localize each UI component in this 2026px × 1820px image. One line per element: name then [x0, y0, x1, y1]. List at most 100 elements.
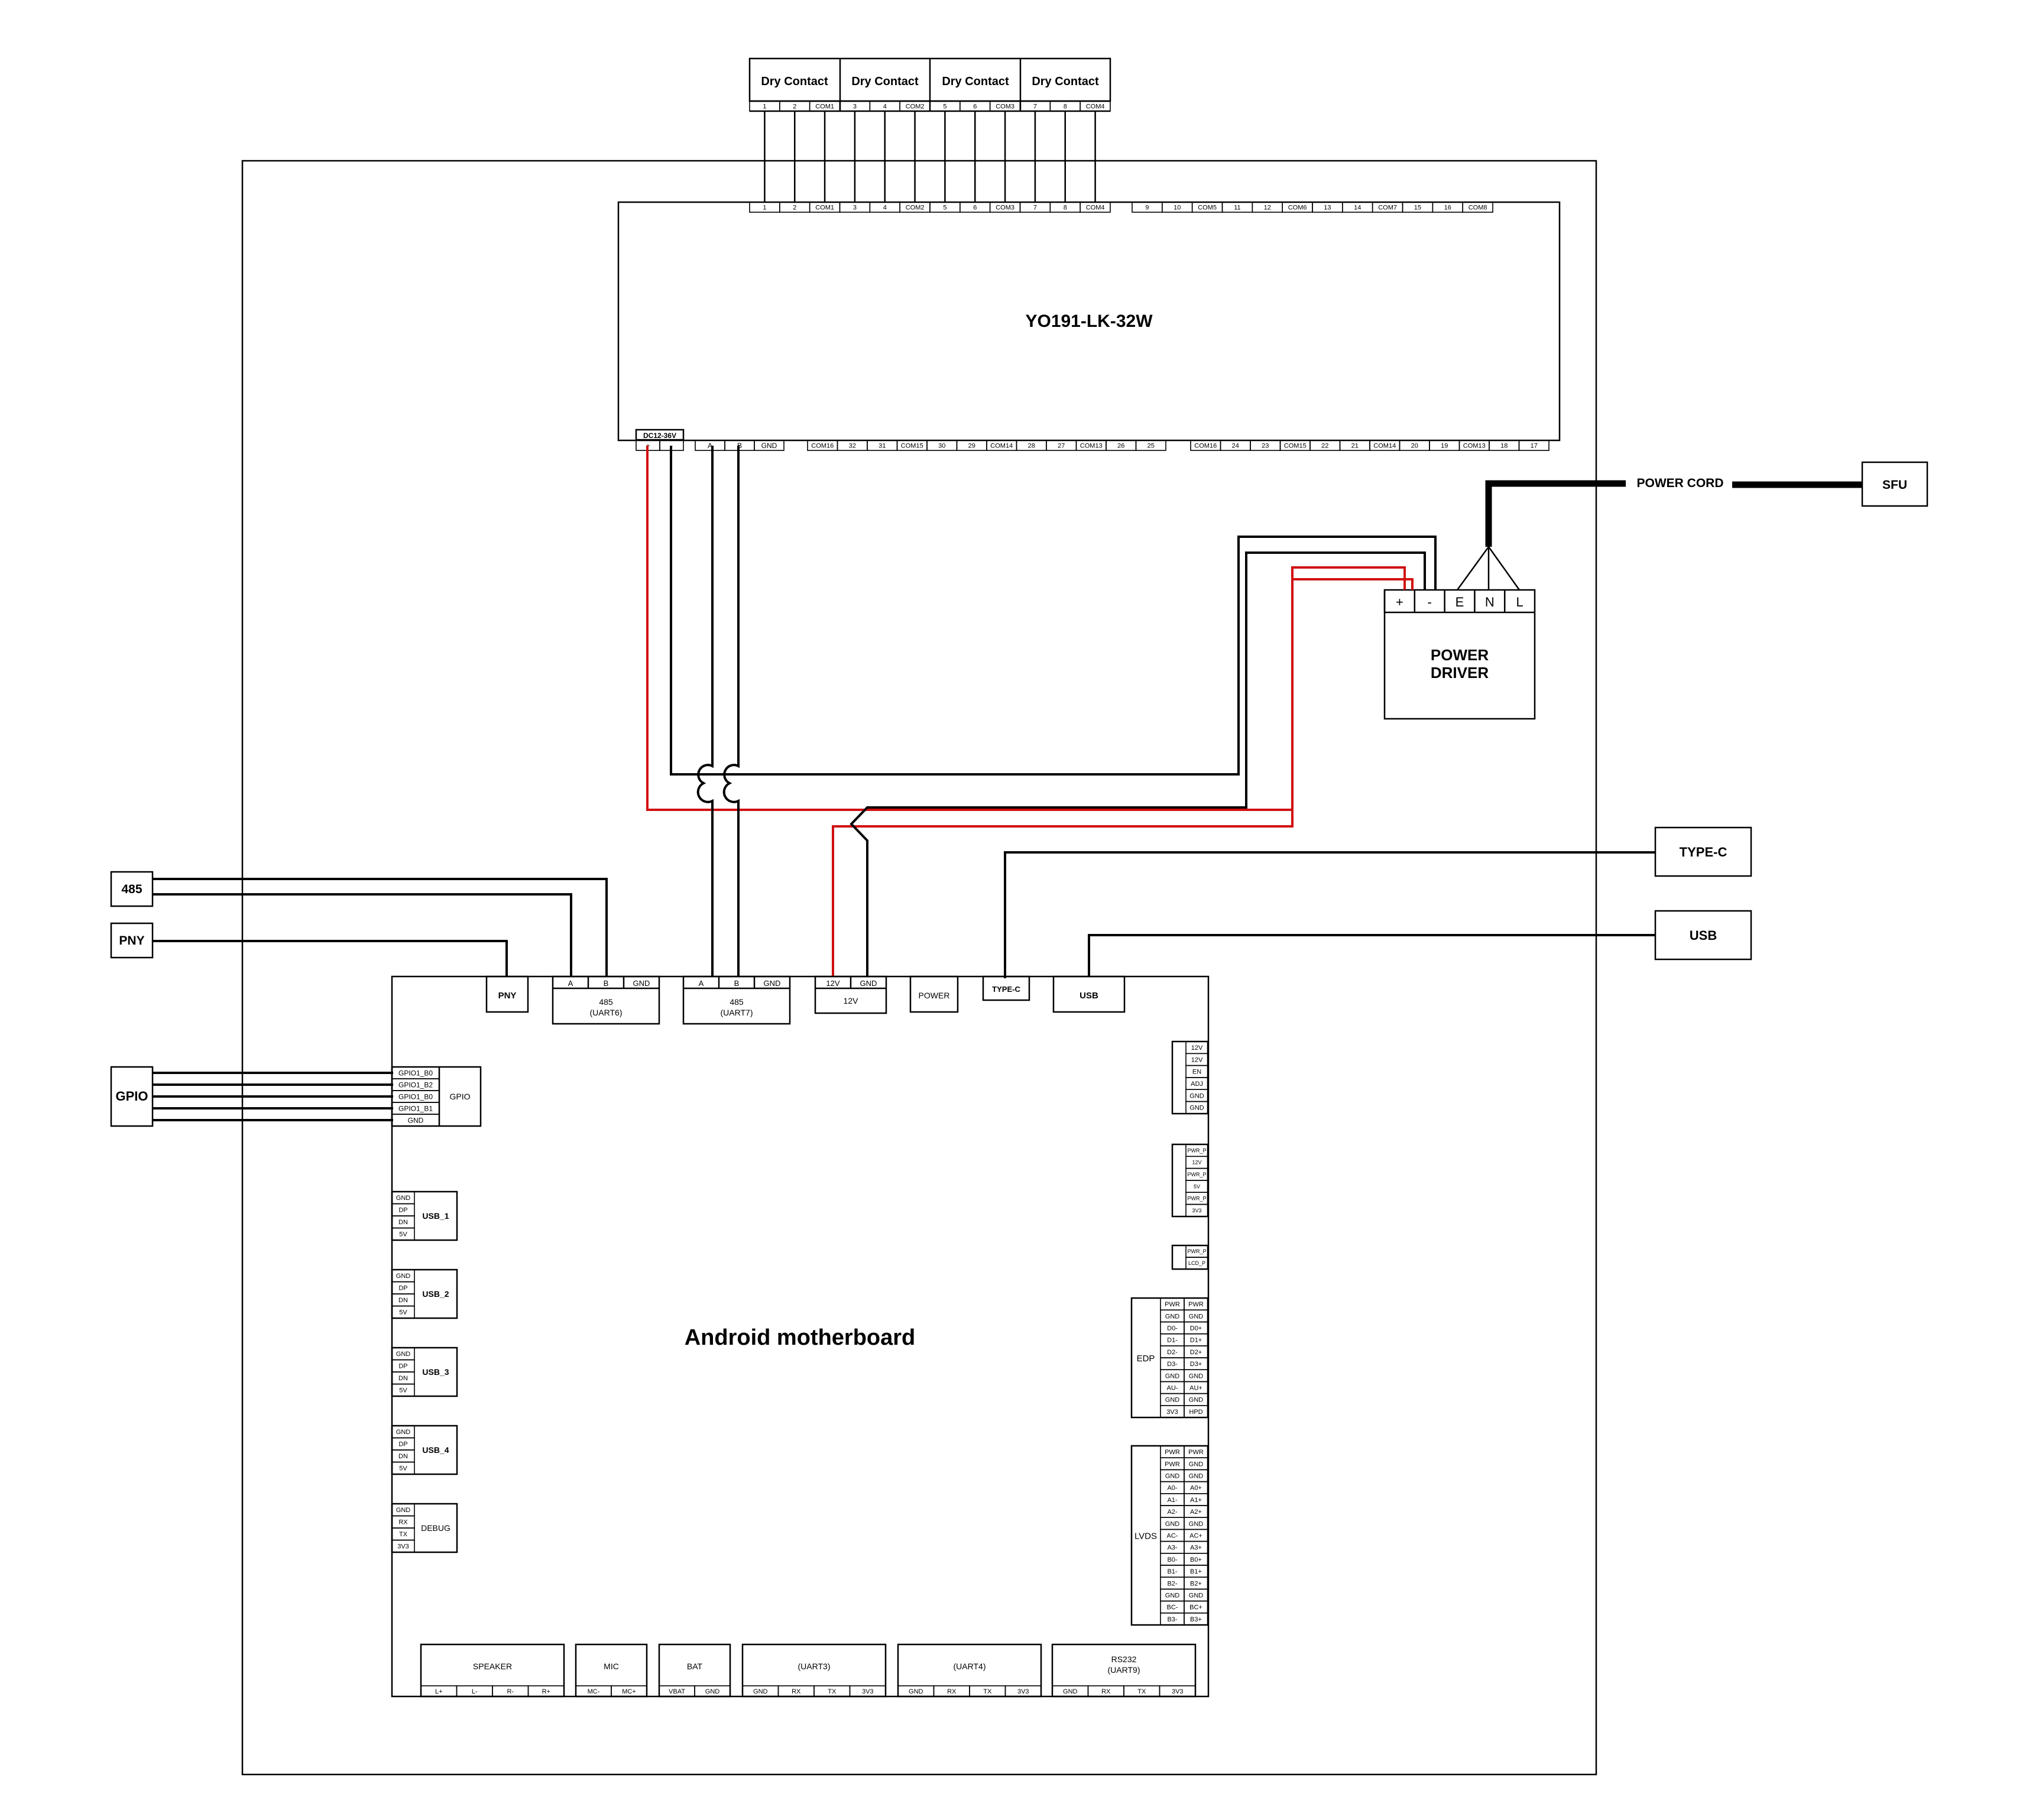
ext-gpio-box — [110, 1066, 154, 1127]
mb-bottom-header-pin: TX — [983, 1688, 992, 1695]
controller-top-pin: 12 — [1264, 204, 1271, 211]
controller-bottom-pin: 25 — [1147, 442, 1155, 449]
mb-usb-port-label: USB_3 — [422, 1367, 449, 1377]
mb-gpio-pin: GPIO1_B0 — [398, 1069, 433, 1077]
mb-power-header-1-pin: 12V — [1191, 1056, 1203, 1063]
mb-lvds-pin-right: B0+ — [1190, 1556, 1202, 1563]
mb-bottom-header-label: MIC — [604, 1662, 619, 1671]
mb-lvds-pin-left: B3- — [1167, 1616, 1177, 1623]
mb-lvds-header: PWRPWRGNDA0-A1-A2-GNDAC-A3-B0-B1-B2-GNDB… — [1130, 1445, 1209, 1626]
controller-bottom-pin: COM16 — [811, 442, 834, 449]
controller-top-pin: 2 — [793, 204, 796, 211]
mb-12v-pin-12v: 12V — [826, 979, 839, 988]
mb-bottom-header-pin: MC+ — [622, 1688, 636, 1695]
dry-contact-label-3: Dry Contact — [942, 75, 1009, 88]
controller-bottom-pin: 20 — [1411, 442, 1418, 449]
mb-usb-port-pin: DP — [398, 1207, 407, 1214]
mb-edp-pin-left: 3V3 — [1166, 1409, 1178, 1416]
controller-top-pin: 14 — [1354, 204, 1361, 211]
mb-bottom-header-label: (UART4) — [954, 1662, 986, 1671]
power-driver-pin: E — [1456, 595, 1464, 609]
mb-edp-pin-right: D0+ — [1190, 1325, 1202, 1332]
mb-lvds-pin-right: PWR — [1188, 1449, 1204, 1456]
mb-12v-pin-gnd: GND — [860, 979, 877, 988]
ext-usb-label: USB — [1690, 928, 1717, 943]
ext-485-label: 485 — [121, 883, 142, 896]
ext-gpio-label: GPIO — [115, 1089, 148, 1104]
mb-edp-pin-right: D1+ — [1190, 1337, 1202, 1344]
mb-power-header-1-pin: GND — [1189, 1105, 1204, 1112]
mb-power-header-1-pin: GND — [1189, 1092, 1204, 1099]
mb-usb-port-pin: GND — [396, 1195, 411, 1202]
controller-bottom-pin: COM15 — [1284, 442, 1307, 449]
controller-bottom-pin: - — [670, 442, 673, 450]
dry-contact-label-4: Dry Contact — [1032, 75, 1099, 88]
mb-usb-port-label: USB_4 — [422, 1445, 449, 1455]
power-driver-label-2: DRIVER — [1431, 664, 1489, 682]
mb-power-header-1-pin: EN — [1192, 1069, 1201, 1076]
controller-bottom-pin: 17 — [1531, 442, 1538, 449]
mb-power-header-2-pin-cell — [1185, 1203, 1208, 1217]
mb-lvds-pin-right-cell — [1184, 1613, 1208, 1626]
mb-485-uart7-label-2: (UART7) — [721, 1008, 753, 1017]
mb-usb-port-pin: 5V — [399, 1309, 407, 1316]
mb-power-header-2-pin: PWR_P — [1187, 1196, 1206, 1202]
mb-pny-box — [485, 975, 529, 1013]
controller-bottom-pin: GND — [761, 442, 777, 450]
controller-bottom-pin: COM14 — [1373, 442, 1396, 449]
controller-bottom-pin: 30 — [938, 442, 945, 449]
mb-edp-label: EDP — [1137, 1354, 1155, 1364]
mb-485-uart7-pin-b: B — [734, 979, 740, 988]
mb-power-header-2-pin: 12V — [1192, 1160, 1201, 1166]
sfu-label: SFU — [1882, 478, 1907, 492]
controller-top-pin: 11 — [1234, 204, 1240, 211]
ext-pny-label: PNY — [119, 934, 144, 948]
mb-edp-pin-right: AU+ — [1189, 1384, 1202, 1391]
mb-lvds-pin-left: A3- — [1167, 1545, 1177, 1552]
controller-bottom-pin: COM16 — [1194, 442, 1217, 449]
mb-lvds-pin-left: BC- — [1167, 1604, 1178, 1611]
mb-485-uart6-pin-a: A — [568, 979, 573, 988]
mb-lvds-pin-right: A0+ — [1190, 1485, 1202, 1492]
controller-top-pin: COM6 — [1288, 204, 1307, 211]
controller-bottom-pin: 21 — [1351, 442, 1359, 449]
controller-top-pin: 13 — [1324, 204, 1331, 211]
mb-edp-pin-right: D3+ — [1190, 1361, 1202, 1368]
mb-lvds-pin-left: B1- — [1167, 1568, 1177, 1575]
motherboard-title: Android motherboard — [685, 1325, 916, 1350]
mb-edp-pin-right: HPD — [1189, 1409, 1202, 1416]
controller-top-pin: COM1 — [815, 204, 834, 211]
mb-edp-pin-left: AU- — [1167, 1384, 1178, 1391]
dry-contact-pin: 8 — [1064, 103, 1067, 110]
mb-485-uart7-pin-gnd: GND — [764, 979, 781, 988]
dc-input-label: DC12-36V — [643, 432, 676, 440]
mb-12v-label: 12V — [844, 996, 859, 1005]
mb-power-header-1-pin-cell — [1185, 1101, 1208, 1114]
controller-top-pin: COM4 — [1086, 204, 1105, 211]
mb-usb-port-pin: DN — [398, 1219, 408, 1226]
mb-usb-port-label: USB_2 — [422, 1289, 449, 1299]
mb-usb-port-pin: DN — [398, 1297, 408, 1304]
controller-top-pin: 15 — [1414, 204, 1421, 211]
mb-usb-port-pin: DP — [398, 1285, 407, 1292]
mb-bottom-header-pin: TX — [1137, 1688, 1146, 1695]
mb-lvds-pin-left: GND — [1165, 1520, 1180, 1527]
mb-edp-pin-left: D3- — [1167, 1361, 1178, 1368]
mb-lvds-pin-right: GND — [1189, 1461, 1204, 1468]
mb-bottom-header-pin: R+ — [542, 1688, 550, 1695]
mb-edp-pin-right: D2+ — [1190, 1349, 1202, 1356]
ext-pny-box — [110, 922, 154, 959]
mb-bottom-header-pin: L- — [472, 1688, 478, 1695]
mb-usb-port-pin: RX — [398, 1519, 408, 1526]
mb-bottom-header-pin: RX — [792, 1688, 801, 1695]
controller-bottom-pin: COM13 — [1080, 442, 1103, 449]
mb-usb-port-pin: 5V — [399, 1465, 407, 1472]
mb-bottom-header-label: (UART3) — [798, 1662, 831, 1671]
mb-485-uart6-pin-gnd: GND — [633, 979, 650, 988]
mb-power-header-1-pin: 12V — [1191, 1044, 1203, 1052]
mb-edp-pin-left: PWR — [1165, 1301, 1180, 1308]
mb-lvds-pin-left: B2- — [1167, 1580, 1177, 1587]
mb-gpio-pin-cell — [391, 1114, 440, 1127]
